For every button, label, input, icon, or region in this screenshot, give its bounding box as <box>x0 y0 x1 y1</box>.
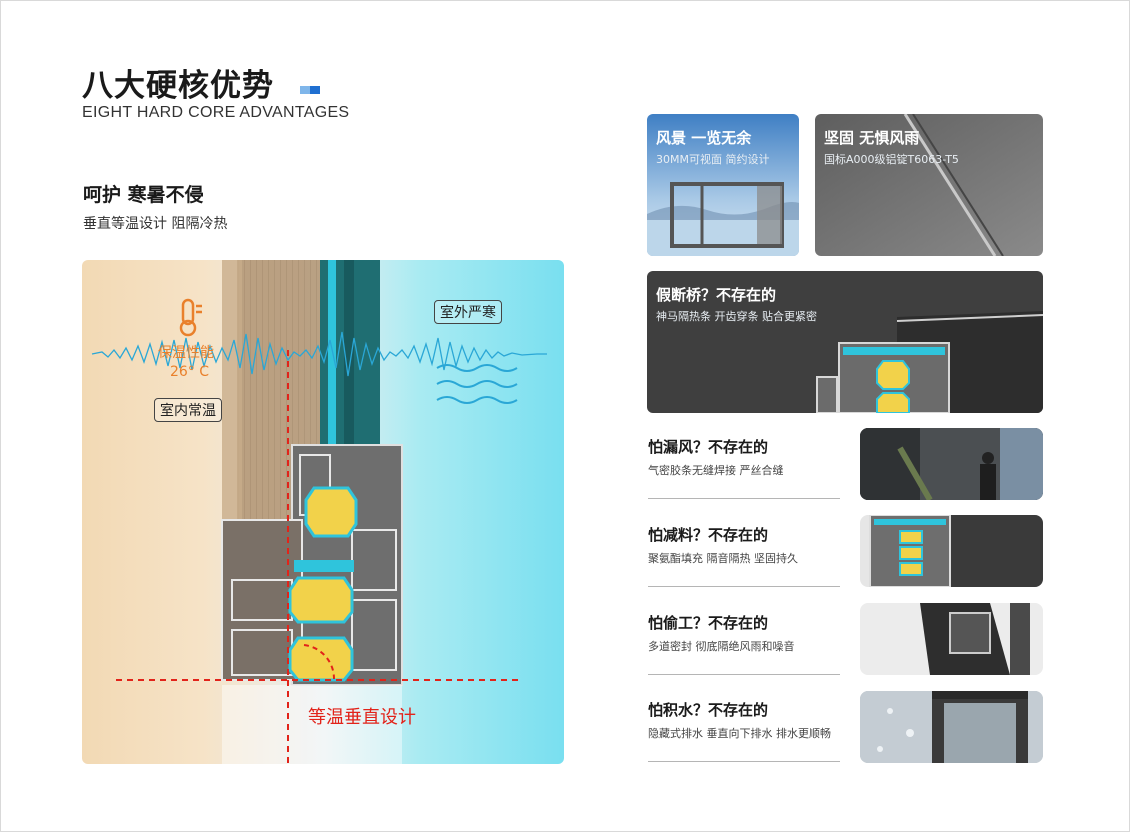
feature-subheading: 垂直等温设计 阻隔冷热 <box>83 216 228 232</box>
page-subtitle: EIGHT HARD CORE ADVANTAGES <box>82 104 350 121</box>
row-sub-drainage: 隐藏式排水 垂直向下排水 排水更顺畅 <box>648 727 831 740</box>
card-view-title: 风景 一览无余 <box>656 129 752 147</box>
row-title-air-leak: 怕漏风？不存在的 <box>648 438 769 456</box>
row-divider <box>648 586 840 587</box>
section-illustration <box>91 260 547 764</box>
row-title-material: 怕减料？不存在的 <box>648 526 769 544</box>
card-strong-title: 坚固 无惧风雨 <box>824 129 920 147</box>
row-sub-workmanship: 多道密封 彻底隔绝风雨和噪音 <box>648 640 795 653</box>
indoor-normal-label: 室内常温 <box>154 398 222 422</box>
row-title-drainage: 怕积水？不存在的 <box>648 701 769 719</box>
row-divider <box>648 674 840 675</box>
aluminum-texture-image <box>815 114 1043 256</box>
window-view-image <box>647 114 799 256</box>
row-sub-air-leak: 气密胶条无缝焊接 严丝合缝 <box>648 464 784 477</box>
air-leak-image <box>860 428 1043 500</box>
isothermal-design-label: 等温垂直设计 <box>308 707 416 728</box>
temperature-label: 26° C <box>170 364 210 380</box>
outdoor-cold-label: 室外严寒 <box>434 300 502 324</box>
card-view: 风景 一览无余 30MM可视面 简约设计 <box>647 114 799 256</box>
foam-fill-image <box>860 515 1043 587</box>
row-divider <box>648 498 840 499</box>
page-title: 八大硬核优势 <box>82 68 274 104</box>
row-title-workmanship: 怕偷工？不存在的 <box>648 614 769 632</box>
card-bridge-title: 假断桥？不存在的 <box>656 286 777 304</box>
drainage-image <box>860 691 1043 763</box>
row-divider <box>648 761 840 762</box>
card-strong: 坚固 无惧风雨 国标A000级铝锭T6063-T5 <box>815 114 1043 256</box>
profile-section-image <box>816 311 1043 413</box>
insulation-label: 保温性能 <box>158 345 214 361</box>
sealing-image <box>860 603 1043 675</box>
isothermal-section-image: 室外严寒 保温性能 26° C 室内常温 等温垂直设计 <box>82 260 564 764</box>
card-strong-sub: 国标A000级铝锭T6063-T5 <box>824 153 959 166</box>
title-decoration <box>300 86 320 94</box>
row-sub-material: 聚氨酯填充 隔音隔热 坚固持久 <box>648 552 798 565</box>
card-thermal-bridge: 假断桥？不存在的 神马隔热条 开齿穿条 贴合更紧密 <box>647 271 1043 413</box>
card-bridge-sub: 神马隔热条 开齿穿条 贴合更紧密 <box>656 310 817 323</box>
card-view-sub: 30MM可视面 简约设计 <box>656 153 770 166</box>
feature-heading: 呵护 寒暑不侵 <box>83 184 204 206</box>
